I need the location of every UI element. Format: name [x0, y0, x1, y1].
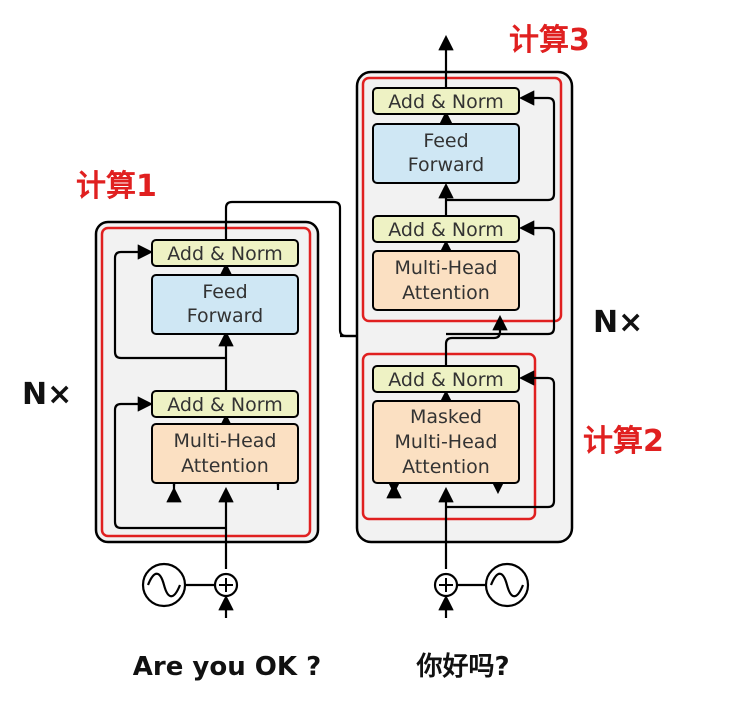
encoder-add-norm-bottom-box: [151, 390, 299, 418]
decoder-highlight-box-top: [361, 76, 563, 323]
decoder-mha-line2: Attention: [402, 282, 490, 304]
decoder-calc-label-bottom: 计算2: [583, 424, 664, 459]
decoder-multi-head-attention-box: [372, 250, 520, 311]
encoder-mha-line1: Multi-Head: [174, 430, 277, 452]
decoder-masked-attention-box: [372, 400, 520, 484]
decoder-feed-forward-line1: Feed: [423, 130, 468, 152]
decoder-repeat-label: N×: [593, 305, 643, 340]
decoder-feed-forward-box: [372, 123, 520, 184]
encoder-calc-label: 计算1: [76, 169, 157, 204]
encoder-feed-forward-box: [151, 274, 299, 335]
decoder-masked-line1: Masked: [410, 406, 482, 428]
encoder-add-norm-bottom: Add & Norm: [167, 394, 283, 416]
encoder-positional-encoding-icon: [141, 562, 215, 608]
decoder-positional-encoding-icon: [457, 562, 530, 608]
encoder-input-text: Are you OK ?: [133, 652, 321, 682]
decoder-add-icon: [433, 572, 459, 598]
decoder-add-norm-bottom: Add & Norm: [388, 369, 504, 391]
decoder-side-arrows: [386, 478, 506, 499]
encoder-repeat-label: N×: [22, 377, 72, 412]
decoder-add-norm-top-box: [372, 87, 520, 115]
encoder-add-norm-top-box: [151, 239, 299, 267]
encoder-feed-forward-line1: Feed: [202, 281, 247, 303]
decoder-input-text: 你好吗?: [415, 652, 509, 682]
decoder-mha-line1: Multi-Head: [395, 257, 498, 279]
decoder-add-norm-mid: Add & Norm: [388, 219, 504, 241]
encoder-highlight-box: [100, 226, 312, 538]
encoder-add-norm-top: Add & Norm: [167, 243, 283, 265]
encoder-mha-line2: Attention: [181, 455, 269, 477]
encoder-stack: [94, 220, 320, 544]
decoder-add-norm-bottom-box: [372, 365, 520, 393]
decoder-add-norm-top: Add & Norm: [388, 91, 504, 113]
decoder-add-norm-mid-box: [372, 215, 520, 243]
decoder-masked-line2: Multi-Head: [395, 431, 498, 453]
encoder-add-icon: [213, 572, 239, 598]
decoder-calc-label-top: 计算3: [509, 23, 590, 58]
decoder-masked-line3: Attention: [402, 456, 490, 478]
decoder-highlight-box-bottom: [361, 352, 537, 521]
encoder-multi-head-attention-box: [151, 423, 299, 484]
encoder-feed-forward-line2: Forward: [187, 305, 263, 327]
decoder-feed-forward-line2: Forward: [408, 154, 484, 176]
